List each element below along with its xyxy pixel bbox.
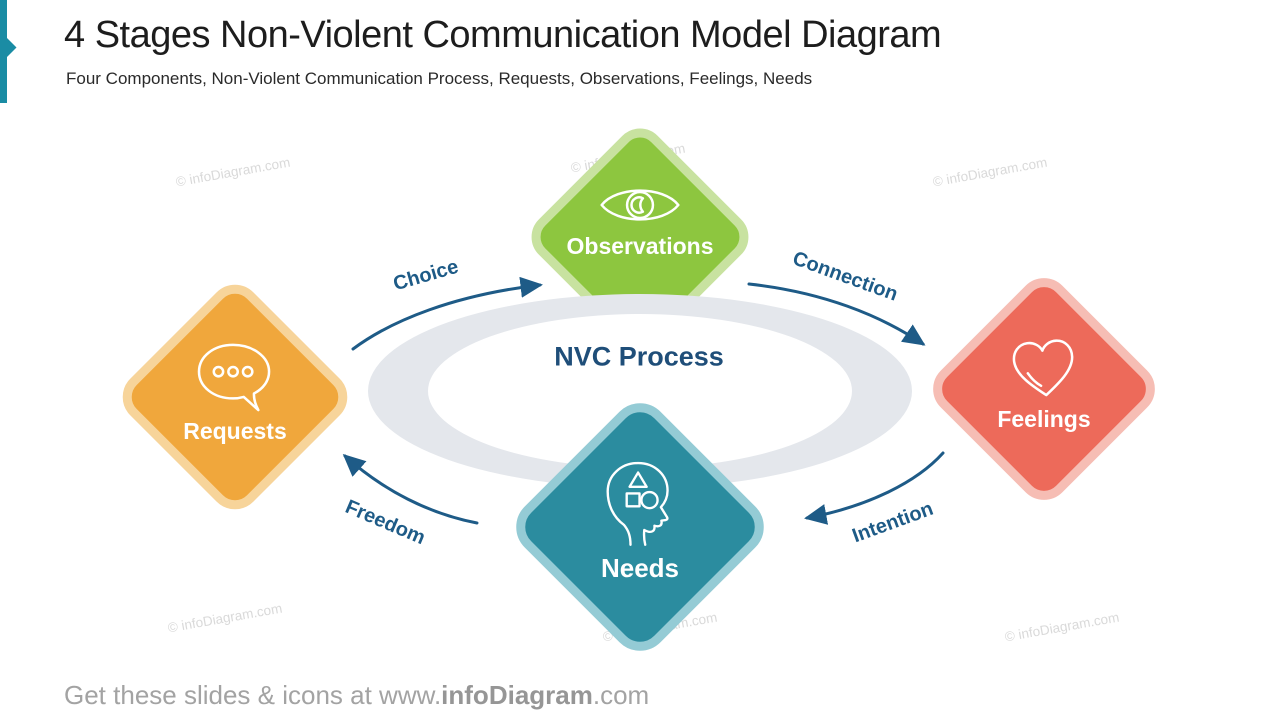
eye-icon <box>600 189 680 221</box>
footer-suffix: .com <box>592 680 650 710</box>
heart-icon <box>1012 339 1074 397</box>
needs-content: Needs <box>530 456 750 583</box>
flow-label-freedom: Freedom <box>342 495 429 550</box>
watermark: © infoDiagram.com <box>174 154 292 190</box>
footer-brand[interactable]: infoDiagram <box>441 680 593 710</box>
observations-content: Observations <box>530 182 750 259</box>
watermark: © infoDiagram.com <box>931 154 1049 190</box>
watermark: © infoDiagram.com <box>1003 609 1121 645</box>
stage-label: Feelings <box>997 406 1091 432</box>
footer-credit: Get these slides & icons at www.infoDiag… <box>64 680 649 711</box>
stage-label: Requests <box>183 418 287 444</box>
flow-label-intention: Intention <box>849 497 937 548</box>
stage-label: Observations <box>566 233 714 259</box>
flow-label-choice: Choice <box>390 255 461 296</box>
page-subtitle: Four Components, Non-Violent Communicati… <box>66 69 813 88</box>
page-title: 4 Stages Non-Violent Communication Model… <box>64 14 942 56</box>
requests-content: Requests <box>125 341 345 444</box>
footer-prefix: Get these slides & icons at www. <box>64 680 442 710</box>
watermark: © infoDiagram.com <box>166 600 284 636</box>
stage-label: Needs <box>600 553 680 583</box>
speech-bubble-icon <box>197 343 271 412</box>
head-idea-icon <box>606 461 669 546</box>
process-center-label: NVC Process <box>554 341 724 372</box>
slide-accent-marker-icon <box>0 0 17 103</box>
feelings-content: Feelings <box>934 337 1154 432</box>
flow-label-connection: Connection <box>789 247 901 306</box>
